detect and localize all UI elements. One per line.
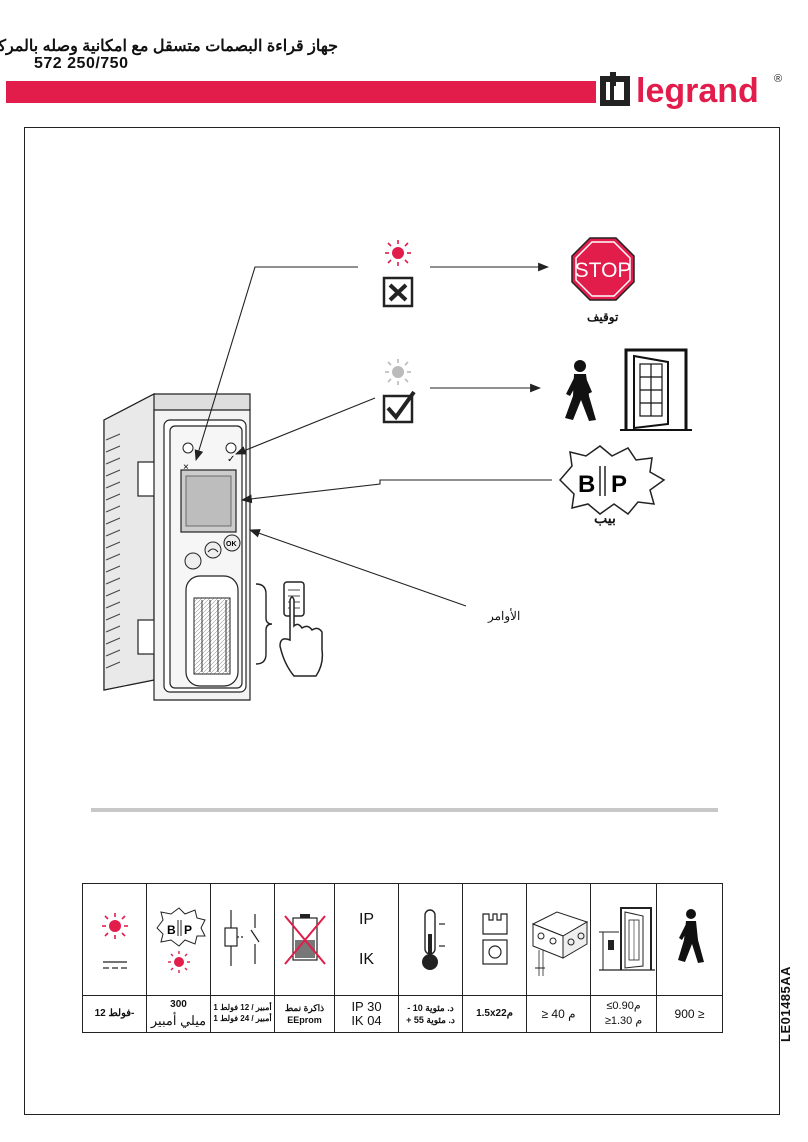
section-separator: [91, 808, 718, 812]
svg-text:B: B: [167, 923, 176, 937]
spec-value-box-depth: ≥ 40 م: [526, 995, 591, 1033]
svg-text:P: P: [611, 471, 627, 498]
sensor-brace: [255, 583, 273, 665]
content-frame: [24, 127, 780, 1115]
no-battery-icon: [284, 914, 326, 965]
brand-wordmark: legrand: [636, 72, 759, 110]
document-reference: LE01485AA: [778, 965, 793, 1042]
flush-box-icon: [531, 911, 589, 976]
spec-value-current: 300 ميلي أمبير: [146, 995, 211, 1033]
spec-icon-temperature: [398, 883, 463, 996]
spec-icon-relay: [210, 883, 275, 996]
cross-box-icon: [382, 276, 414, 308]
document-title: جهاز قراءة البصمات متسقل مع امكانية وصله…: [0, 38, 338, 55]
svg-text:✓: ✓: [227, 454, 235, 465]
spec-icon-terminal: [462, 883, 527, 996]
device-led-right: [225, 442, 237, 454]
spec-value-distance: 900 ≥: [656, 995, 723, 1033]
relay-contact-icon: [224, 910, 260, 966]
spec-icon-box-depth: [526, 883, 591, 996]
terminal-screw-icon: [482, 913, 508, 965]
device-back-button: [184, 552, 202, 570]
led-red-icon: [168, 951, 190, 973]
spec-icon-power: [82, 883, 147, 996]
legrand-logo-mark-icon: [600, 72, 630, 106]
operation-diagram: × ✓ OK: [103, 237, 692, 701]
svg-text:B: B: [578, 471, 595, 498]
device-ok-button: [223, 534, 241, 552]
led-grey-icon: [385, 359, 411, 385]
walking-person-icon: [678, 909, 704, 963]
fingerprint-sensor: [185, 575, 239, 687]
door-height-icon: [599, 907, 655, 971]
thermometer-icon: [422, 909, 445, 970]
device-nav-button: [204, 541, 222, 559]
beep-burst-icon: B P: [558, 445, 666, 516]
led-red-icon: [102, 913, 128, 969]
ik-label: IK: [358, 950, 375, 968]
leader-green-led: [234, 397, 376, 455]
header-accent-bar: [6, 81, 596, 103]
stop-label: توقيف: [587, 310, 619, 324]
spec-icon-distance: [656, 883, 723, 996]
spec-value-protection: IP 30 IK 04: [334, 995, 399, 1033]
leader-red-led: [194, 266, 358, 462]
finger-press-icon: [279, 581, 324, 677]
spec-icon-beep: B P: [146, 883, 211, 996]
brand-registered-mark: ®: [774, 73, 782, 85]
walking-person-icon: [565, 360, 596, 421]
leader-beep: [240, 479, 552, 504]
commands-label: الأوامر: [488, 609, 521, 623]
svg-text:OK: OK: [226, 541, 237, 548]
spec-value-terminal: 1.5x2م2: [462, 995, 527, 1033]
spec-value-memory: ذاكرة نمط EEprom: [274, 995, 335, 1033]
device-led-left: [182, 442, 194, 454]
open-door-icon: [620, 348, 692, 431]
led-red-icon: [385, 240, 411, 266]
spec-value-relay: 1 أمبير / 12 فولط 1 أمبير / 24 فولط: [210, 995, 275, 1033]
leader-commands: [248, 529, 467, 607]
spec-value-voltage: 12 فولط-: [82, 995, 147, 1033]
svg-text:×: ×: [183, 462, 189, 473]
beep-label: بيب: [594, 510, 616, 526]
spec-icon-ip-ik: IP IK: [334, 883, 399, 996]
svg-text:P: P: [184, 923, 192, 937]
product-code: 572 250/750: [34, 55, 129, 72]
svg-text:STOP: STOP: [575, 259, 632, 282]
spec-icon-mount-height: [590, 883, 657, 996]
spec-value-mount-height: ≤0.90م ≥1.30 م: [590, 995, 657, 1033]
beep-burst-icon: B P: [156, 907, 206, 973]
spec-icon-no-battery: [274, 883, 335, 996]
ip-label: IP: [358, 910, 375, 928]
spec-table: B P: [82, 883, 723, 1033]
legrand-logo: legrand ®: [600, 72, 782, 110]
check-box-icon: [382, 390, 416, 424]
stop-sign-icon: STOP: [571, 237, 635, 301]
spec-value-temperature: - 10 د. مئوية + 55 د. مئوية: [398, 995, 463, 1033]
